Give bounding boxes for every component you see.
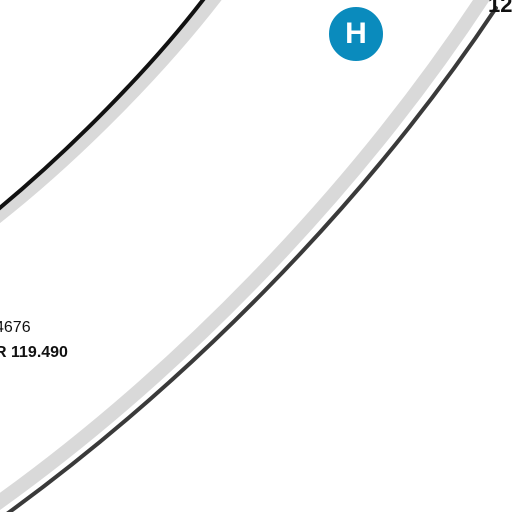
outer-arc-halo: [0, 0, 490, 511]
helipad-letter: H: [345, 17, 367, 50]
outer-arc-line: [6, 6, 498, 512]
inner-arc-line: [0, 0, 206, 211]
helipad-marker[interactable]: H: [326, 4, 386, 64]
helipad-icon: [327, 5, 385, 63]
map-label-corner: 12: [488, 0, 512, 17]
inner-arc-halo: [0, 0, 222, 224]
map-label-code: 4676: [0, 319, 31, 336]
map-label-frequency: R 119.490: [0, 344, 68, 361]
